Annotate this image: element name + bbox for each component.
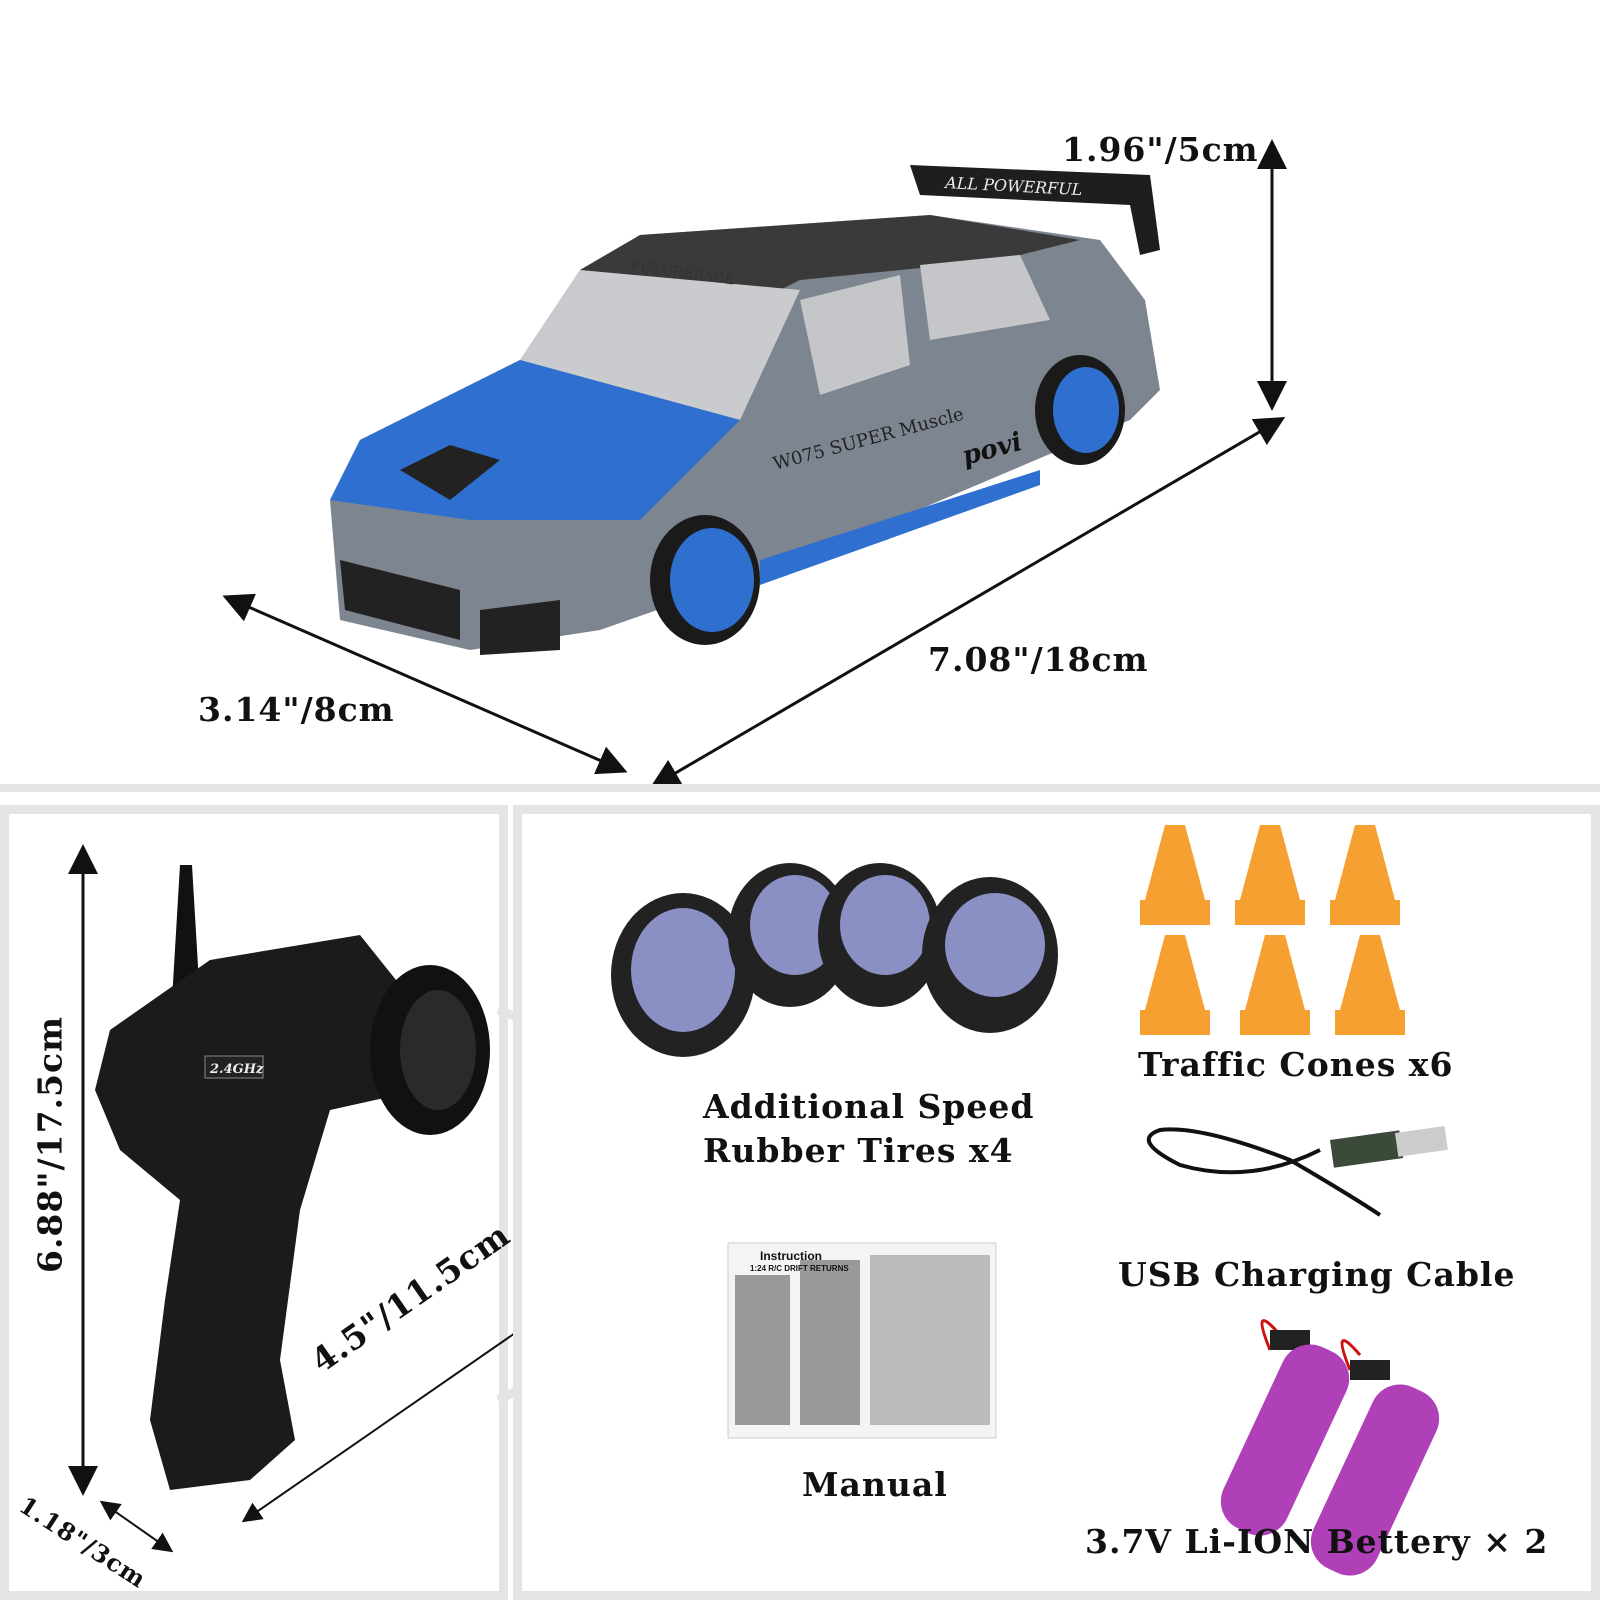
battery-label: 3.7V Li-ION Bettery × 2 <box>1085 1522 1549 1561</box>
cable-label: USB Charging Cable <box>1118 1255 1516 1294</box>
manual-label: Manual <box>802 1465 948 1504</box>
tires-label-line-2: Rubber Tires x4 <box>703 1131 1014 1170</box>
width-label: 3.14"/8cm <box>198 690 395 729</box>
length-label: 7.08"/18cm <box>928 640 1149 679</box>
tires-label-line-1: Additional Speed <box>703 1087 1035 1126</box>
tires-label: Additional Speed Rubber Tires x4 <box>703 1085 1034 1173</box>
hood-vent <box>400 445 500 500</box>
cones-label: Traffic Cones x6 <box>1138 1045 1454 1084</box>
length-arrow <box>649 416 1286 789</box>
controller-panel <box>0 805 508 1600</box>
car-illustration: ALL POWERFUL FUTURERACE W075 SUPER Muscl… <box>222 139 1287 789</box>
car-roof <box>580 215 1080 300</box>
windshield <box>520 270 800 420</box>
side-windows <box>800 255 1050 395</box>
width-arrow <box>222 593 628 775</box>
front-wheel <box>650 515 760 645</box>
accessories-panel <box>513 805 1600 1600</box>
divider <box>0 784 1600 792</box>
spoiler <box>910 165 1160 255</box>
rear-wheel <box>1035 355 1125 465</box>
height-label: 1.96"/5cm <box>1062 130 1259 169</box>
controller-height-label: 6.88"/17.5cm <box>30 1016 70 1274</box>
